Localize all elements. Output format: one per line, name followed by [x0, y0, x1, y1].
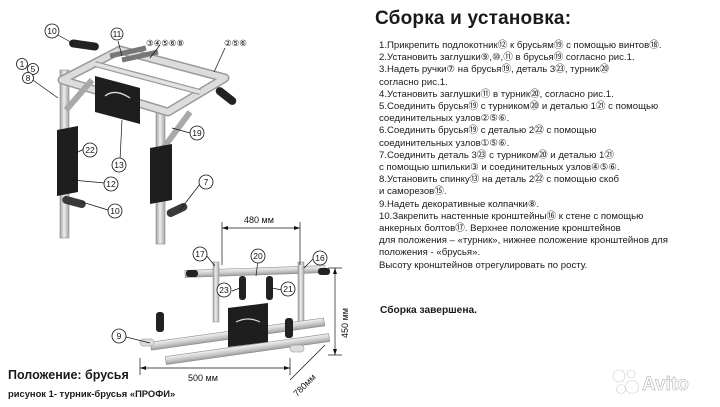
dimensioned-drawing: [139, 261, 331, 365]
callout-10-lower: 10: [110, 206, 120, 216]
step-line: 6.Соединить брусья⑲ с деталью 2㉒ с помощ…: [379, 125, 597, 137]
callout-5: 5: [31, 64, 36, 74]
step-line: и саморезов⑮.: [379, 186, 447, 198]
callout-10: 10: [47, 26, 57, 36]
callout-1: 1: [20, 59, 25, 69]
callout-13: 13: [114, 160, 124, 170]
watermark-dot-icon: [612, 369, 626, 383]
dimension-arrowheads: [140, 226, 337, 370]
step-line: анкерных болтов⑰. Верхнее положение крон…: [379, 223, 621, 235]
figure-caption: рисунок 1- турник-брусья «ПРОФИ»: [8, 388, 176, 399]
callout-11: 11: [113, 29, 122, 39]
step-line: соединительных узлов①⑤⑥.: [379, 137, 510, 149]
watermark-text: Avito: [642, 374, 689, 395]
dimension-depth: 780мм: [291, 372, 317, 398]
step-line: 9.Надеть декоративные колпачки⑧.: [379, 198, 540, 210]
callout-22: 22: [85, 145, 95, 155]
callout-20: 20: [253, 251, 263, 261]
watermark-dot-icon: [616, 384, 626, 394]
step-line: 1.Прикрепить подлокотник⑫ к брусьям⑲ с п…: [379, 40, 662, 51]
avito-watermark: Avito: [612, 369, 689, 395]
step-line: 7.Соединить деталь 3㉓ с турником⑳ и дета…: [379, 149, 614, 161]
assembly-complete-note: Сборка завершена.: [380, 305, 477, 316]
assembly-steps-list: 1.Прикрепить подлокотник⑫ к брусьям⑲ с п…: [379, 40, 715, 272]
dimension-width-top: 480 мм: [244, 215, 274, 225]
callout-19: 19: [192, 128, 202, 138]
callout-7: 7: [204, 177, 209, 187]
callout-17: 17: [195, 249, 205, 259]
step-line: Высоту кронштейнов отрегулировать по рос…: [379, 259, 588, 271]
main-callout-leaders: [29, 34, 226, 211]
step-line: для положения – «турник», нижнее положен…: [379, 235, 668, 247]
main-assembly-drawing: [57, 39, 237, 245]
callout-16: 16: [315, 253, 325, 263]
step-line: 10.Закрепить настенные кронштейны⑯ к сте…: [379, 210, 644, 222]
watermark-dot-icon: [626, 369, 636, 379]
step-line: 4.Установить заглушки⑪ в турник⑳, соглас…: [379, 88, 614, 100]
instructions-heading: Сборка и установка:: [375, 8, 572, 29]
callout-9: 9: [117, 331, 122, 341]
watermark-dot-icon: [625, 380, 639, 394]
dimension-height: 450 мм: [340, 308, 350, 338]
dimension-lines: [139, 222, 342, 381]
step-line: 2.Установить заглушки⑨,⑩,⑪ в брусья⑲ сог…: [379, 52, 635, 64]
step-line: с помощью шпильки③ и соединительных узло…: [379, 162, 620, 174]
callout-8: 8: [26, 73, 31, 83]
callout-2-5-6: ②⑤⑥: [224, 38, 247, 48]
dimension-width-bottom: 500 мм: [188, 373, 218, 383]
step-line: 8.Установить спинку⑬ на деталь 2㉒ с помо…: [379, 174, 620, 186]
bottom-callouts: 17 20 16 23 21 9: [111, 246, 328, 344]
position-label: Положение: брусья: [8, 368, 129, 382]
step-line: соединительных узлов②⑤⑥.: [379, 113, 510, 125]
bottom-callout-leaders: [125, 254, 314, 344]
callout-12: 12: [106, 179, 116, 189]
main-callouts: 10 11 ③④⑤⑥⑧ ②⑤⑥ 1 5 8 19 22 13 12 7 10: [16, 23, 247, 219]
step-line: 3.Надеть ручки⑦ на брусья⑲, деталь 3㉓, т…: [379, 64, 610, 76]
callout-21: 21: [283, 284, 293, 294]
callout-23: 23: [219, 285, 229, 295]
callout-3-4-5-6-8: ③④⑤⑥⑧: [146, 38, 184, 48]
step-line: согласно рис.1.: [379, 76, 448, 88]
step-line: положения - «брусья».: [379, 247, 481, 259]
step-line: 5.Соединить брусья⑲ с турником⑳ и деталь…: [379, 101, 659, 113]
